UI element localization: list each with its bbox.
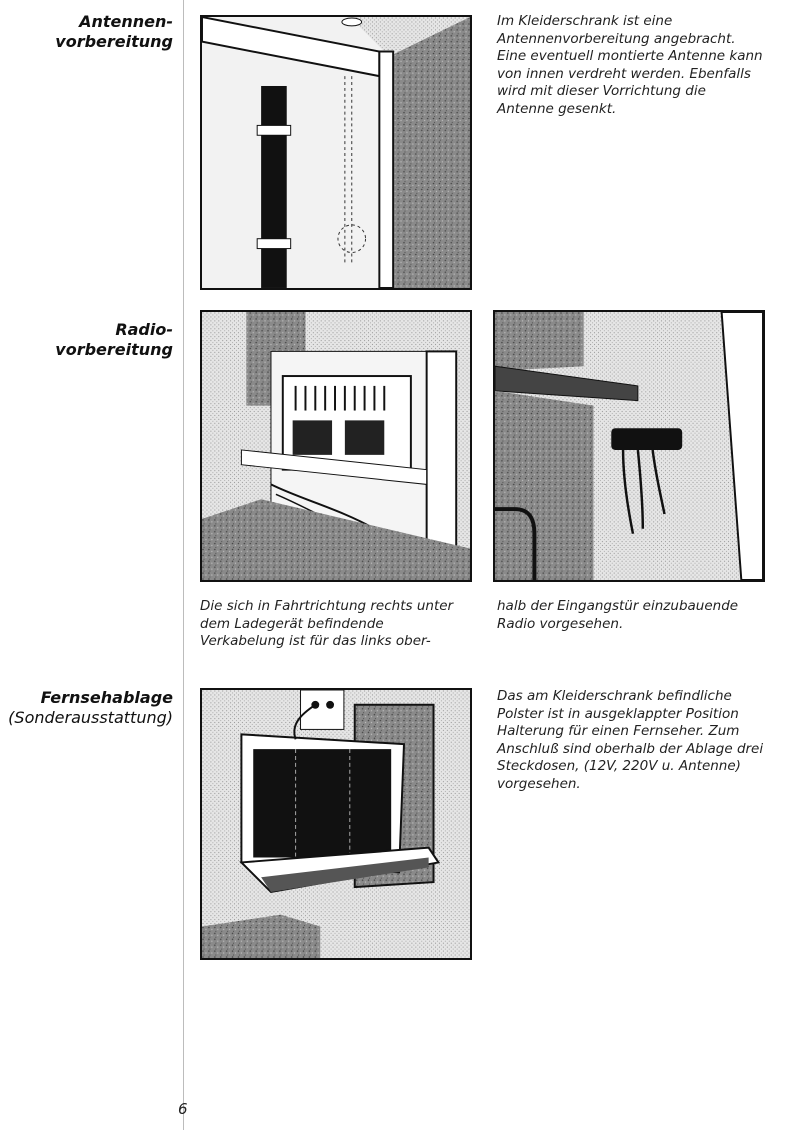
text-radio-right: halb der Eingangstür einzubauende Radio … — [497, 598, 739, 632]
text-antennenvorbereitung: Im Kleiderschrank ist eine Antennenvorbe… — [497, 13, 763, 117]
heading-radiovorbereitung: Radio- vorbereitung — [55, 320, 173, 360]
page-number: 6 — [178, 1100, 188, 1118]
heading-antennenvorbereitung: Antennen- vorbereitung — [55, 12, 173, 52]
charger-illustration — [200, 310, 472, 582]
heading-line-2: vorbereitung — [55, 32, 173, 51]
text-fernsehablage: Das am Kleiderschrank befindliche Polste… — [497, 688, 764, 792]
cable-outlet-illustration — [493, 310, 765, 582]
heading-line-1: Fernsehablage — [40, 688, 173, 707]
tv-shelf-illustration — [200, 688, 472, 960]
heading-line-1: Radio- — [115, 320, 173, 339]
heading-line-2: (Sonderausstattung) — [8, 708, 173, 727]
antenna-illustration — [200, 15, 472, 290]
text-radio-left: Die sich in Fahrtrichtung rechts unter d… — [200, 598, 454, 649]
heading-line-2: vorbereitung — [55, 340, 173, 359]
column-divider — [183, 0, 184, 1130]
heading-fernsehablage: Fernsehablage (Sonderausstattung) — [8, 688, 173, 728]
heading-line-1: Antennen- — [79, 12, 173, 31]
